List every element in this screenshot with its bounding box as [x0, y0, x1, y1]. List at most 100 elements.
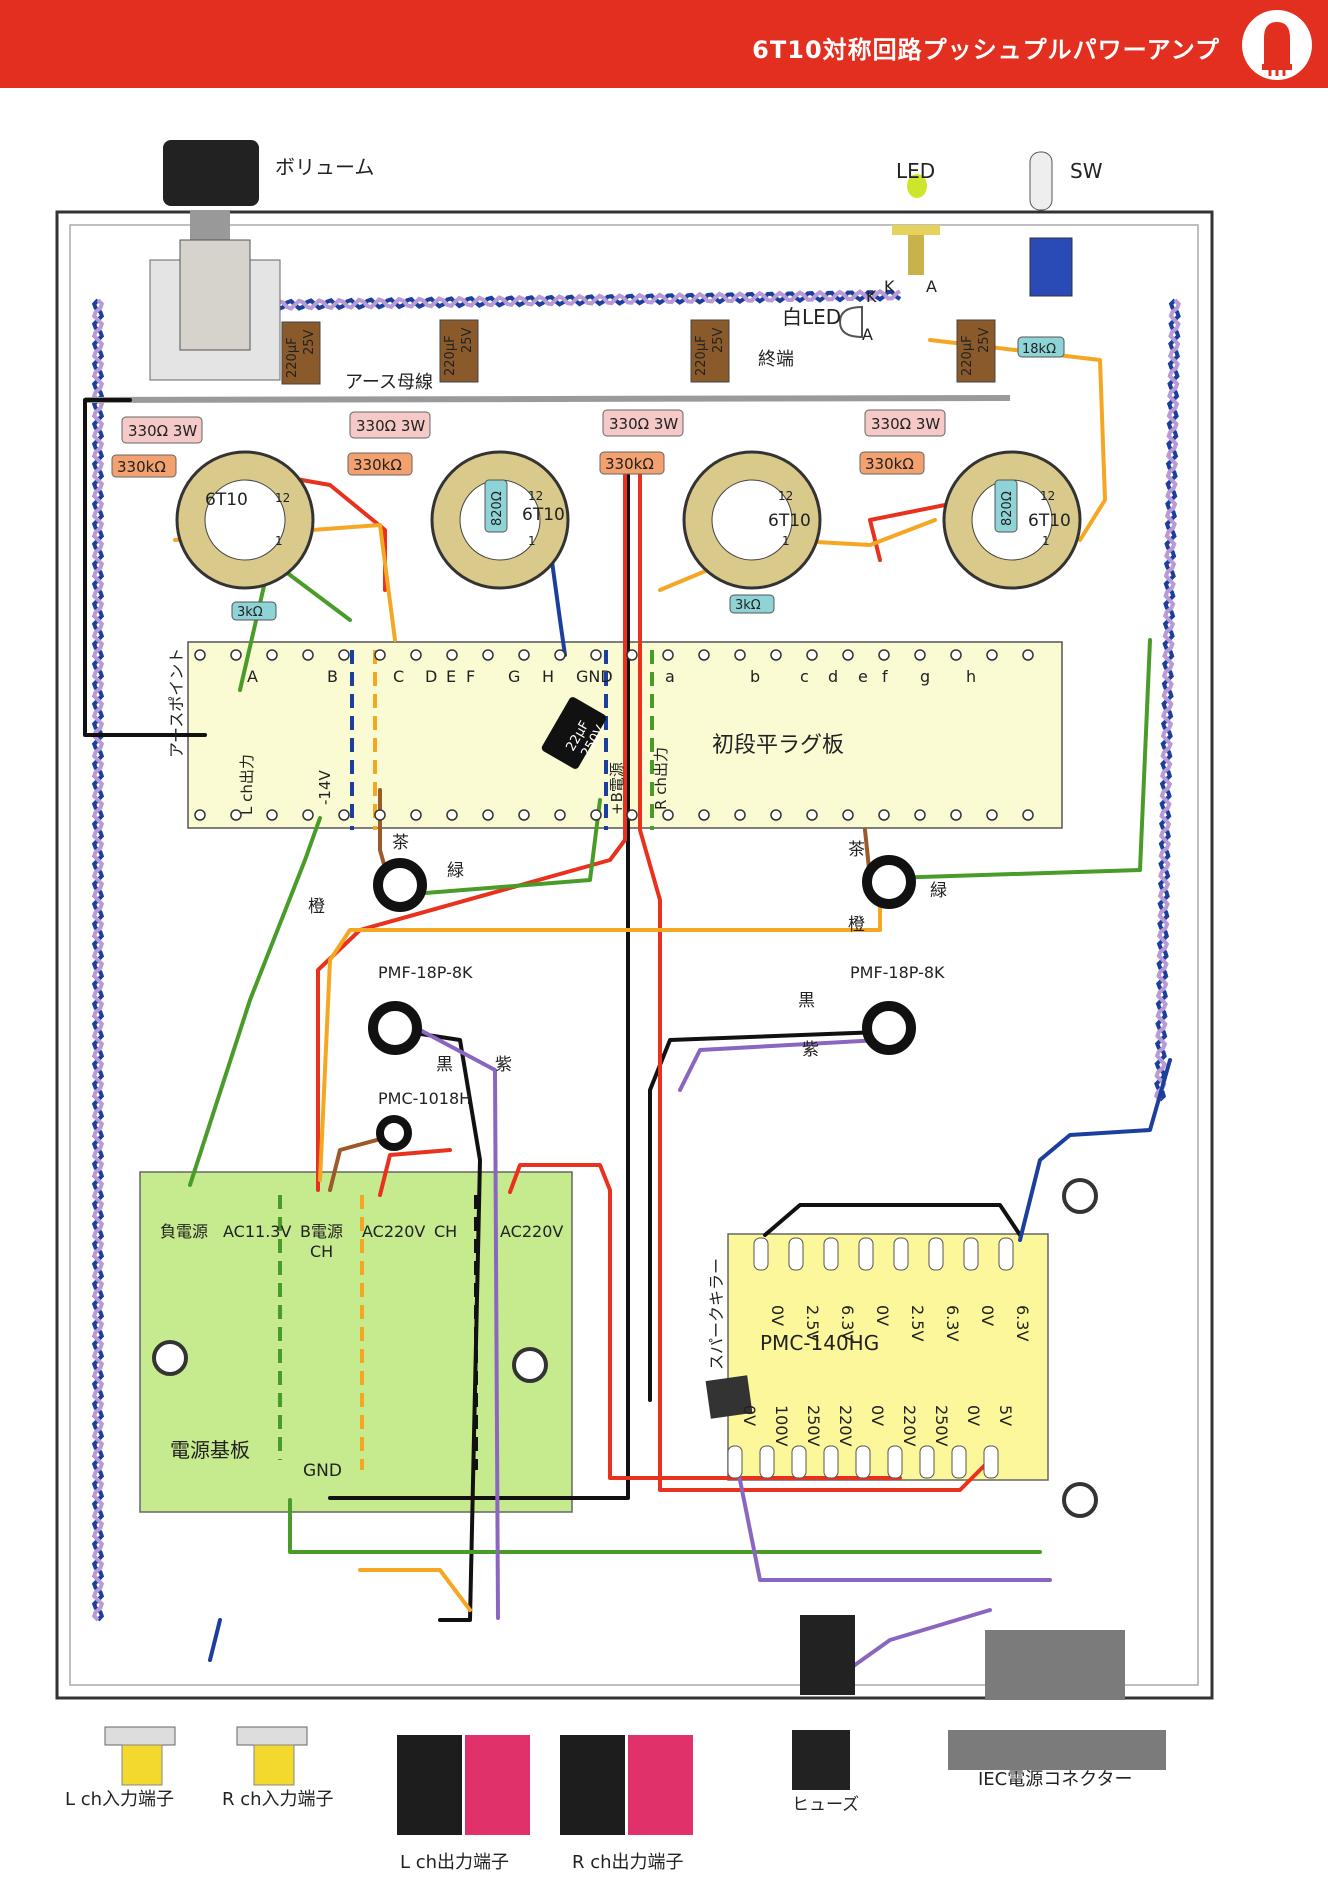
transformer-top-tap-label: 6.3V: [1013, 1305, 1032, 1341]
page-title: 6T10対称回路プッシュプルパワーアンプ: [752, 36, 1220, 64]
label-brown-left: 茶: [392, 833, 409, 853]
wire-orange-3: [318, 903, 882, 1182]
label-led-k1: K: [866, 287, 877, 306]
label-cap1: 220μF: [285, 337, 300, 378]
power-switch[interactable]: [1029, 151, 1073, 297]
transformer-bottom-tap: [791, 1445, 807, 1479]
screw-transformer-top: [1062, 1178, 1098, 1214]
lug-hole: [914, 809, 926, 821]
white-led: [838, 305, 863, 339]
lug-hole: [230, 649, 242, 661]
iec-connector: [948, 1630, 1166, 1770]
resistor-820-2: [994, 479, 1018, 533]
label-pmf-left: PMF-18P-8K: [378, 963, 473, 982]
resistor-330k-1: [111, 454, 177, 478]
r-input-jack: [236, 1726, 308, 1786]
label-pb-t3: AC220V: [362, 1222, 425, 1241]
lug-hole: [554, 809, 566, 821]
label-tube-1: 6T10: [205, 490, 248, 510]
lug-hole: [986, 649, 998, 661]
lug-hole: [338, 809, 350, 821]
wire-green-4: [888, 638, 1152, 880]
wire-purple-2: [678, 1038, 882, 1092]
lug-terminal-label: h: [966, 667, 976, 686]
transformer-top-tap: [858, 1237, 874, 1271]
transformer-top-tap: [998, 1237, 1014, 1271]
capacitor-220uf-3: [690, 319, 730, 383]
label-pb-gnd: GND: [303, 1461, 342, 1481]
label-tube-2-pin1: 1: [528, 534, 536, 548]
wire-purple-1: [418, 1028, 500, 1620]
lug-hole: [734, 809, 746, 821]
label-tube-4-pin12: 12: [1040, 489, 1055, 503]
lug-hole: [950, 649, 962, 661]
label-earth-bus: アース母線: [345, 372, 433, 393]
label-led-k2: K: [884, 277, 895, 296]
label-cap4: 220μF: [960, 335, 975, 376]
lug-terminal-label: B: [327, 667, 338, 686]
label-switch: SW: [1070, 159, 1103, 183]
wire-blue-3: [208, 1618, 222, 1662]
lug-terminal-label: a: [665, 667, 675, 686]
lug-terminal-label: GND: [576, 667, 613, 686]
top-capacitors: [281, 319, 996, 385]
label-r330k-3: 330kΩ: [605, 455, 654, 473]
lug-terminal-label: C: [393, 667, 404, 686]
transformer-holes: [368, 855, 916, 1151]
label-orange-left: 橙: [308, 897, 325, 917]
transformer-bottom-tap-label: 250V: [932, 1405, 951, 1447]
transformer-top-tap-label: 2.5V: [803, 1305, 822, 1341]
lug-hole: [734, 649, 746, 661]
label-pmf-right: PMF-18P-8K: [850, 963, 945, 982]
label-cap3: 220μF: [694, 335, 709, 376]
resistor-3k-1: [231, 601, 277, 621]
label-r330-1: 330Ω 3W: [128, 422, 197, 440]
transformer-top-tap-label: 2.5V: [908, 1305, 927, 1341]
label-cap3-v: 25V: [711, 327, 726, 353]
resistor-330k-4: [859, 451, 925, 475]
lug-terminal-label: g: [920, 667, 930, 686]
transformer-top-tap-label: 0V: [978, 1305, 997, 1326]
lug-hole: [878, 649, 890, 661]
volume-knob[interactable]: [149, 140, 281, 381]
transformer-bottom-tap-label: 220V: [900, 1405, 919, 1447]
lug-hole: [806, 809, 818, 821]
lug-hole: [194, 649, 206, 661]
label-tube-2-pin12: 12: [528, 489, 543, 503]
lug-hole: [554, 649, 566, 661]
label-lug-board: 初段平ラグ板: [712, 733, 844, 758]
wire-green-2: [188, 816, 322, 1187]
rear-panel-parts: [104, 1615, 1166, 1835]
lug-terminal-label: F: [466, 667, 475, 686]
wire-black-earth: [83, 398, 207, 737]
label-green-left: 緑: [447, 861, 464, 881]
lug-terminal-label: D: [425, 667, 437, 686]
lug-hole: [770, 649, 782, 661]
earth-bus-wire: [84, 395, 1011, 403]
label-pb-ch: CH: [310, 1242, 333, 1261]
lug-hole: [626, 649, 638, 661]
label-l-output: L ch出力端子: [400, 1852, 509, 1873]
transformer-top-tap-label: 0V: [768, 1305, 787, 1326]
wire-red-3: [638, 468, 992, 1492]
lug-hole: [806, 649, 818, 661]
output-hole-left: [373, 858, 427, 912]
transformer-bottom-tap-label: 5V: [996, 1405, 1015, 1426]
transformer-bottom-tap: [951, 1445, 967, 1479]
pmf-hole-left: [368, 1001, 422, 1055]
transformer-top-tap: [823, 1237, 839, 1271]
label-tube-3-pin12: 12: [778, 489, 793, 503]
transformer-bottom-tap-label: 0V: [964, 1405, 983, 1426]
wire-purple-4: [843, 1608, 992, 1674]
screw-board-left: [152, 1340, 188, 1376]
pmf-hole-right: [862, 1001, 916, 1055]
label-purple-left: 紫: [495, 1055, 512, 1075]
label-tube-1-pin1: 1: [275, 534, 283, 548]
label-r330k-4: 330kΩ: [865, 455, 914, 473]
lug-terminal-label: e: [858, 667, 868, 686]
l-input-jack: [104, 1726, 176, 1786]
label-r820-2: 820Ω: [1000, 491, 1015, 526]
capacitor-220uf-1: [281, 321, 321, 385]
